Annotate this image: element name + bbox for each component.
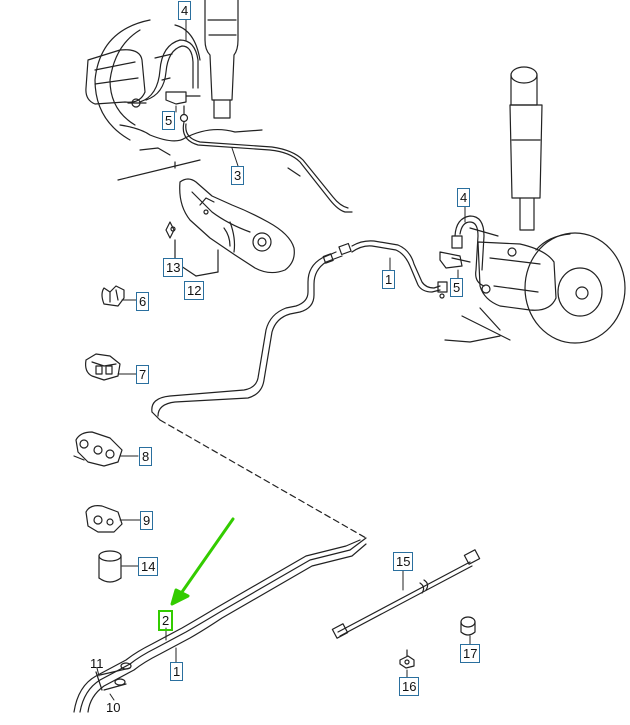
sleeve-14 (98, 550, 122, 583)
leader-lines (96, 17, 471, 701)
callout-16: 16 (399, 677, 420, 696)
callout-10: 10 (106, 700, 121, 715)
brake-line-3 (182, 121, 353, 213)
callout-12: 12 (184, 281, 205, 300)
callout-5-right: 5 (450, 278, 464, 297)
callout-3: 3 (231, 166, 245, 185)
callout-15: 15 (393, 552, 414, 571)
callout-5-left: 5 (162, 111, 176, 130)
left-hose-bracket (165, 91, 201, 123)
right-hose-bracket (439, 251, 471, 269)
callout-2-highlighted: 2 (158, 610, 174, 631)
fastener-13 (165, 221, 176, 239)
fitting-16 (399, 649, 415, 669)
brake-line-1-lower (73, 537, 367, 713)
left-brake-disc (94, 19, 201, 141)
callout-4-left: 4 (178, 1, 192, 20)
line-connector-left (437, 281, 448, 299)
left-caliper (85, 49, 146, 105)
callout-7: 7 (136, 365, 150, 384)
callout-11: 11 (90, 656, 104, 671)
clip-9 (85, 505, 123, 533)
callout-17: 17 (460, 644, 481, 663)
callout-1-upper: 1 (382, 270, 396, 289)
callout-1-lower: 1 (170, 662, 184, 681)
clip-6 (101, 285, 125, 307)
highlight-arrow (170, 517, 235, 606)
right-shock-absorber (509, 66, 543, 231)
right-brake-hose (451, 215, 491, 294)
right-caliper (444, 227, 557, 343)
heat-shield (179, 178, 295, 274)
callout-8: 8 (139, 447, 153, 466)
left-shock-absorber (204, 0, 239, 119)
break-dashed-line (159, 419, 367, 539)
left-subframe (117, 124, 263, 181)
callout-13: 13 (163, 258, 184, 277)
callout-6: 6 (136, 292, 150, 311)
left-brake-hose (127, 39, 199, 108)
right-brake-disc (524, 232, 626, 344)
callout-14: 14 (138, 557, 159, 576)
clip-8 (73, 431, 123, 467)
callout-9: 9 (140, 511, 154, 530)
fitting-17 (460, 616, 476, 636)
brake-line-1-upper (151, 240, 441, 421)
clip-7 (85, 353, 121, 381)
callout-4-right: 4 (457, 188, 471, 207)
rod-15 (331, 549, 481, 639)
